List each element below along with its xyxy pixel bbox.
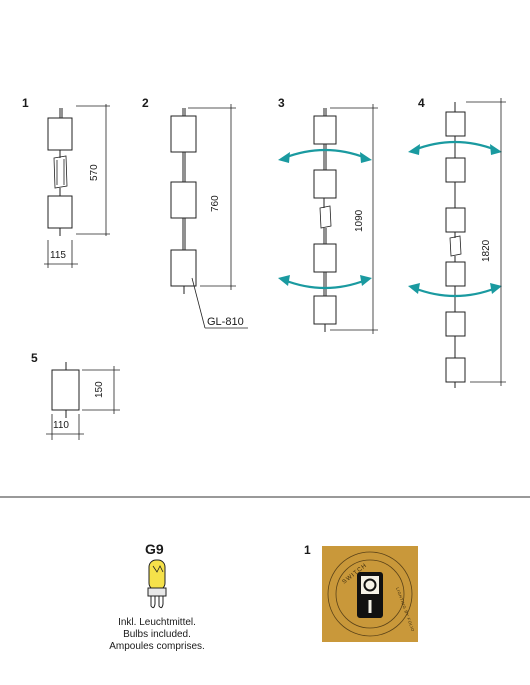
lamp-shade	[445, 207, 466, 233]
rotation-arrow	[283, 278, 367, 290]
g9-bulb-icon	[147, 559, 167, 609]
diagram-2-label: 2	[142, 96, 149, 110]
lamp-shade	[445, 157, 466, 183]
dimension-1090: 1090	[354, 209, 365, 232]
caption-line-de: Inkl. Leuchtmittel.	[118, 617, 196, 628]
dimension-1820: 1820	[481, 239, 492, 262]
lamp-shade	[51, 369, 80, 411]
lamp-shade	[313, 115, 337, 145]
lamp-shade	[170, 181, 197, 219]
caption-line-fr: Ampoules comprises.	[109, 641, 205, 652]
lamp-shade	[445, 357, 466, 383]
lamp-shade	[445, 311, 466, 337]
diagram-4: 4 1820	[408, 96, 506, 388]
dimension-110: 110	[53, 420, 69, 431]
diagram-5: 5 150 110	[31, 351, 120, 440]
diagram-3: 3 1090	[278, 96, 378, 334]
connector-piece	[319, 205, 332, 229]
connector-piece	[53, 155, 68, 189]
lamp-shade	[313, 295, 337, 325]
connector-piece	[449, 235, 462, 257]
rotation-arrow	[283, 148, 367, 160]
switch-label: 1	[304, 543, 311, 557]
diagram-1: 1 570 115	[22, 96, 110, 268]
caption-line-en: Bulbs included.	[123, 629, 191, 640]
bulb-type: G9	[145, 541, 164, 557]
diagram-3-label: 3	[278, 96, 285, 110]
lamp-shade	[445, 261, 466, 287]
diagram-2: 2 760 GL-810	[142, 96, 248, 329]
diagram-4-label: 4	[418, 96, 425, 110]
bulb-info: G9	[145, 541, 167, 609]
rotation-arrow	[413, 140, 497, 152]
bulb-caption: Inkl. Leuchtmittel. Bulbs included. Ampo…	[77, 617, 237, 653]
dimension-150: 150	[94, 381, 105, 398]
lamp-shade	[47, 117, 73, 151]
lamp-shade	[313, 243, 337, 273]
callout-gl-810: GL-810	[207, 316, 244, 328]
dimension-115: 115	[50, 250, 66, 261]
lamp-shade	[170, 115, 197, 153]
diagram-1-label: 1	[22, 96, 29, 110]
lamp-shade	[445, 111, 466, 137]
dimension-570: 570	[89, 164, 100, 181]
lamp-shade	[313, 169, 337, 199]
switch-icon	[357, 572, 383, 618]
lamp-shade	[47, 195, 73, 229]
diagram-5-label: 5	[31, 351, 38, 365]
rotation-arrow	[413, 286, 497, 298]
switch-info: 1 SWITCH LIGHTING BY FOLIO	[304, 543, 418, 642]
lamp-shade	[170, 249, 197, 287]
dimension-760: 760	[210, 195, 221, 212]
